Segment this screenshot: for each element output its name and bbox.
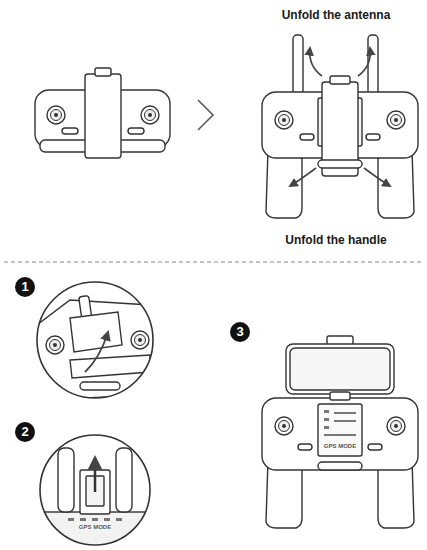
callout-number: 1	[15, 277, 35, 297]
instruction-heading: Unfold the antenna	[282, 8, 391, 22]
instruction-heading: Unfold the handle	[285, 233, 386, 247]
callout-number: 3	[230, 322, 250, 342]
panel-label: GPS MODE	[323, 443, 357, 449]
panel-label: GPS MODE	[78, 524, 112, 530]
callout-number: 2	[15, 422, 35, 442]
